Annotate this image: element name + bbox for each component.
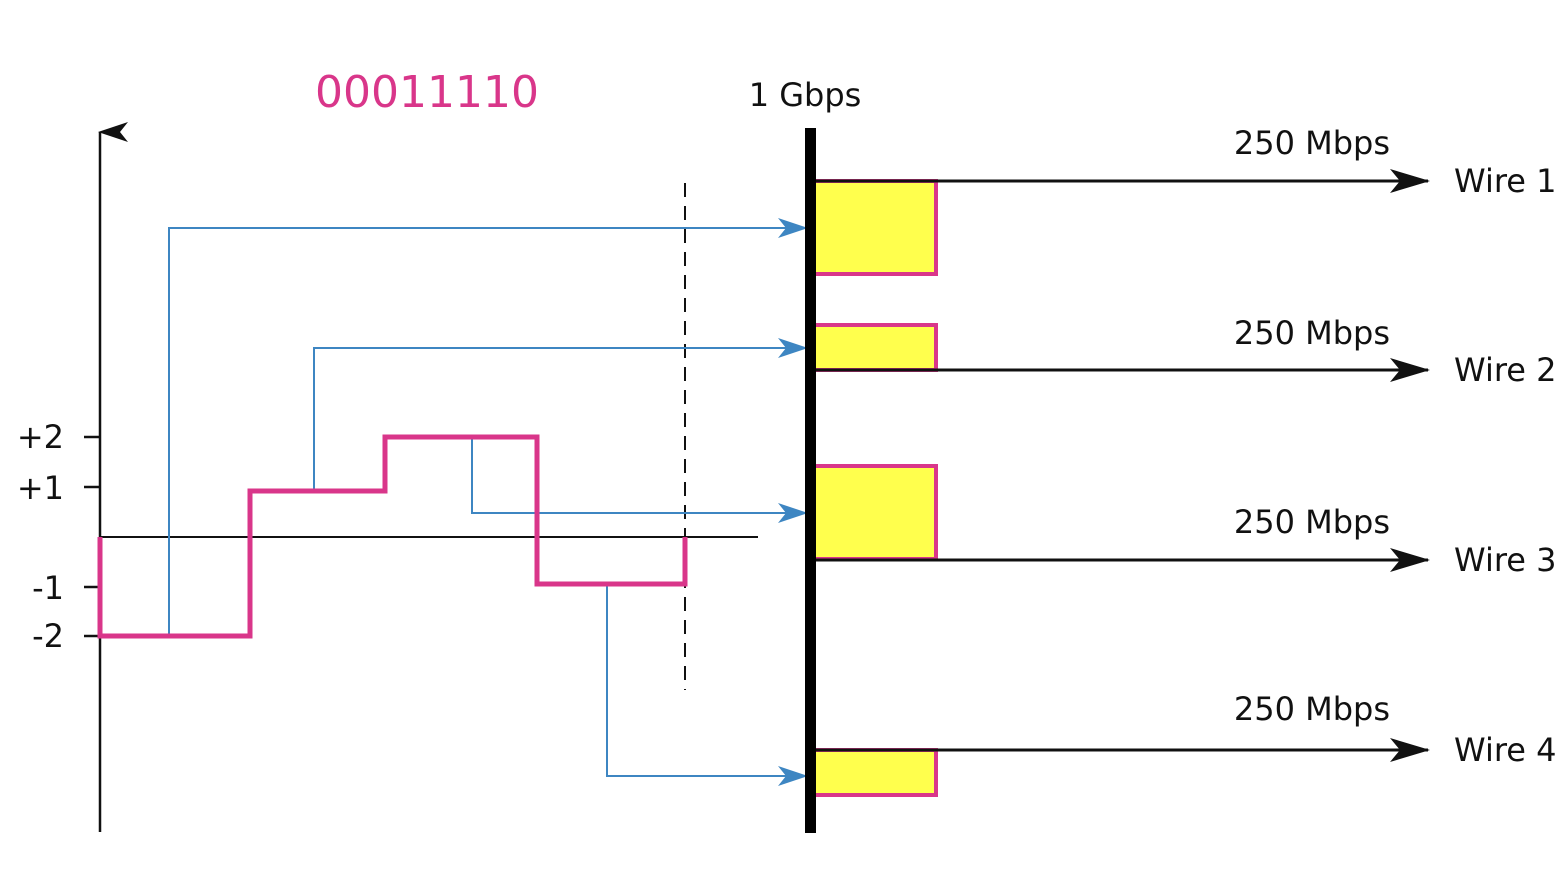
feed-line-wire-2 xyxy=(313,338,808,491)
feed-line-wire-4 xyxy=(606,584,808,786)
distribution-bus xyxy=(805,128,816,833)
symbol-blocks xyxy=(811,179,938,797)
y-label-plus-1: +1 xyxy=(17,469,64,507)
wire-1-name: Wire 1 xyxy=(1454,162,1557,200)
block-wire-4 xyxy=(811,748,938,797)
wire-3-name: Wire 3 xyxy=(1454,541,1557,579)
block-wire-3 xyxy=(811,464,938,561)
wire-4-name: Wire 4 xyxy=(1454,731,1557,769)
y-label-minus-2: -2 xyxy=(32,617,64,655)
wire-3-rate: 250 Mbps xyxy=(1234,503,1390,541)
pam5-signal xyxy=(97,434,688,639)
feed-line-wire-3 xyxy=(471,437,808,523)
total-rate-label: 1 Gbps xyxy=(749,76,862,114)
wire-2-name: Wire 2 xyxy=(1454,351,1557,389)
feed-line-wire-1 xyxy=(168,218,808,636)
block-wire-2 xyxy=(811,323,938,372)
bit-pattern: 00011110 xyxy=(315,67,539,118)
block-wire-1 xyxy=(811,179,938,276)
y-label-plus-2: +2 xyxy=(17,418,64,456)
feed-lines xyxy=(168,218,808,786)
wire-1-rate: 250 Mbps xyxy=(1234,124,1390,162)
wire-arrows xyxy=(811,169,1430,762)
y-label-minus-1: -1 xyxy=(32,569,64,607)
y-axis-ticks xyxy=(84,435,100,638)
wire-2-rate: 250 Mbps xyxy=(1234,314,1390,352)
wire-4-rate: 250 Mbps xyxy=(1234,690,1390,728)
